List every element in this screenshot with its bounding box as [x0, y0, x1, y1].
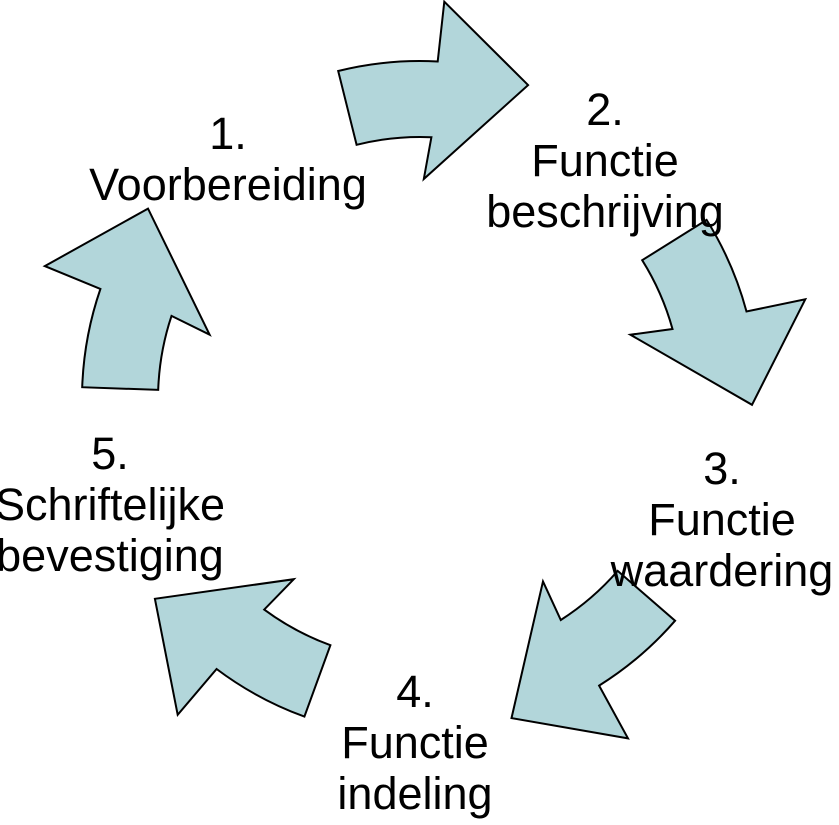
step-5-text-line1: Schriftelijke [0, 479, 226, 530]
curved-arrow-icon-step5-to-step1 [42, 207, 212, 391]
step-4-text-line2: indeling [337, 768, 493, 819]
curved-arrow-icon-step2-to-step3 [627, 218, 808, 407]
curved-arrow-icon-step4-to-step5 [153, 577, 332, 718]
step-3-text-line2: waardering [610, 545, 834, 596]
step-2-text-line2: beschrijving [486, 186, 724, 237]
curved-arrow-icon-step1-to-step2 [336, 0, 530, 182]
step-2-text-line1: Functie [531, 135, 679, 186]
step-5-text-line2: bevestiging [0, 530, 224, 581]
step-2-label: 2. Functie beschrijving [445, 84, 765, 237]
step-4-number: 4. [396, 666, 434, 717]
step-5-label: 5. Schriftelijke bevestiging [0, 428, 270, 581]
curved-arrow-icon-step3-to-step4 [510, 569, 677, 740]
step-1-label: 1. Voorbereiding [68, 108, 388, 210]
step-3-number: 3. [703, 443, 741, 494]
step-4-text-line1: Functie [341, 717, 489, 768]
step-3-text-line1: Functie [648, 494, 796, 545]
step-5-number: 5. [91, 428, 129, 479]
step-4-label: 4. Functie indeling [255, 666, 575, 819]
step-2-number: 2. [586, 84, 624, 135]
step-1-number: 1. [209, 108, 247, 159]
step-3-label: 3. Functie waardering [562, 443, 839, 596]
step-1-text: Voorbereiding [89, 159, 367, 210]
